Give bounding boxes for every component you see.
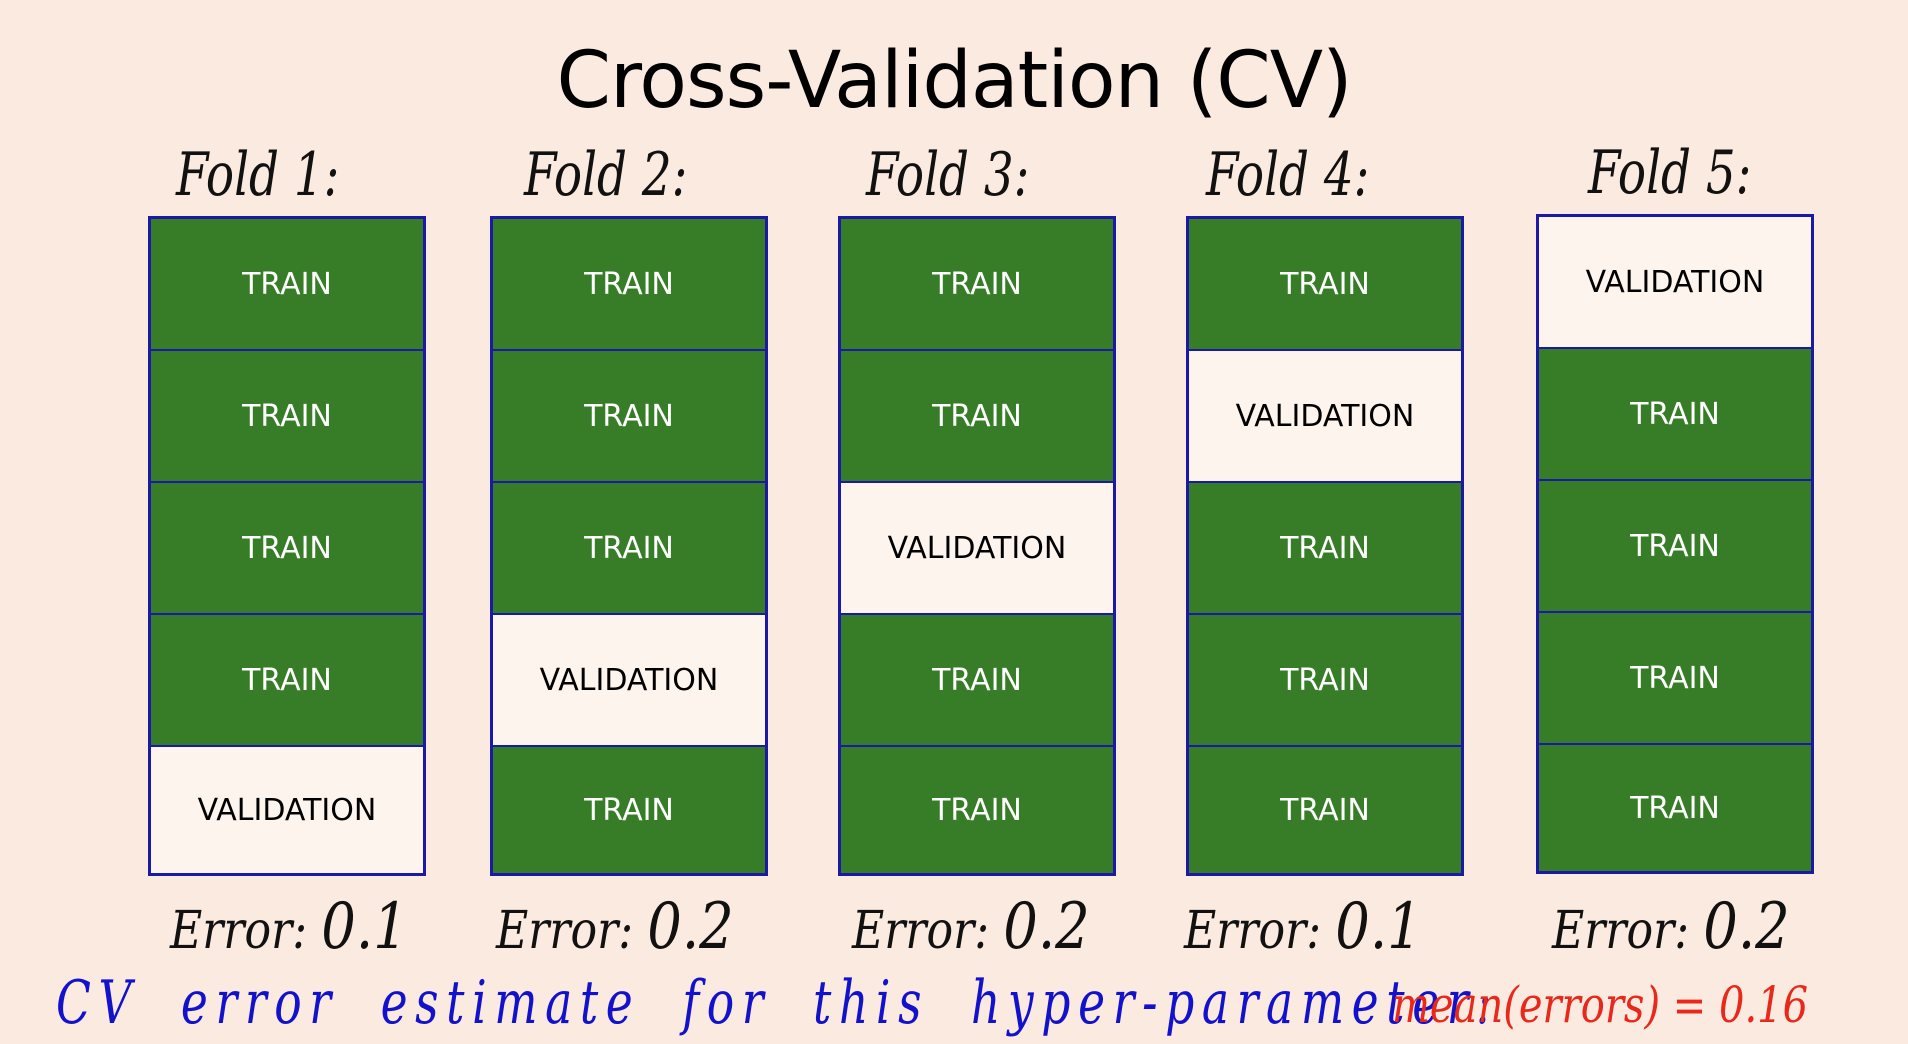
fold-5-error-value: 0.2: [1703, 890, 1790, 964]
fold-4-block-5: TRAIN: [1189, 747, 1461, 873]
cv-mean-errors: mean(errors) = 0.16: [1392, 976, 1809, 1034]
fold-1-error: Error: 0.1: [170, 890, 408, 964]
fold-5-block-2: TRAIN: [1539, 349, 1811, 479]
fold-2-label: Fold 2:: [524, 140, 688, 210]
fold-3-block-4: TRAIN: [841, 615, 1113, 745]
fold-1-label: Fold 1:: [176, 140, 340, 210]
fold-2-block-5: TRAIN: [493, 747, 765, 873]
fold-1-stack: TRAIN TRAIN TRAIN TRAIN VALIDATION: [148, 216, 426, 876]
fold-2-block-4: VALIDATION: [493, 615, 765, 745]
fold-4-block-4: TRAIN: [1189, 615, 1461, 745]
fold-3-block-3: VALIDATION: [841, 483, 1113, 613]
fold-1-block-2: TRAIN: [151, 351, 423, 481]
fold-4-block-3: TRAIN: [1189, 483, 1461, 613]
fold-3-error: Error: 0.2: [852, 890, 1090, 964]
fold-5-label: Fold 5:: [1588, 138, 1752, 208]
fold-5-stack: VALIDATION TRAIN TRAIN TRAIN TRAIN: [1536, 214, 1814, 874]
fold-1-block-1: TRAIN: [151, 219, 423, 349]
cv-estimate-footer: CV error estimate for this hyper-paramet…: [56, 968, 1908, 1038]
slide-title: Cross-Validation (CV): [556, 36, 1352, 126]
fold-2-block-1: TRAIN: [493, 219, 765, 349]
fold-5-error-label: Error:: [1552, 901, 1690, 961]
fold-4-label: Fold 4:: [1206, 140, 1370, 210]
fold-4-block-2: VALIDATION: [1189, 351, 1461, 481]
fold-3-block-5: TRAIN: [841, 747, 1113, 873]
fold-2-error-value: 0.2: [647, 890, 734, 964]
fold-3-error-label: Error:: [852, 901, 990, 961]
fold-4-block-1: TRAIN: [1189, 219, 1461, 349]
fold-5-block-3: TRAIN: [1539, 481, 1811, 611]
fold-3-block-1: TRAIN: [841, 219, 1113, 349]
fold-2-error-label: Error:: [496, 901, 634, 961]
fold-4-error-label: Error:: [1184, 901, 1322, 961]
fold-1-block-3: TRAIN: [151, 483, 423, 613]
fold-3-block-2: TRAIN: [841, 351, 1113, 481]
fold-2-block-2: TRAIN: [493, 351, 765, 481]
fold-4-error-value: 0.1: [1335, 890, 1422, 964]
fold-1-block-5: VALIDATION: [151, 747, 423, 873]
fold-4-stack: TRAIN VALIDATION TRAIN TRAIN TRAIN: [1186, 216, 1464, 876]
fold-3-stack: TRAIN TRAIN VALIDATION TRAIN TRAIN: [838, 216, 1116, 876]
cv-estimate-text: CV error estimate for this hyper-paramet…: [56, 968, 1500, 1038]
fold-2-stack: TRAIN TRAIN TRAIN VALIDATION TRAIN: [490, 216, 768, 876]
fold-1-error-label: Error:: [170, 901, 308, 961]
fold-5-block-4: TRAIN: [1539, 613, 1811, 743]
fold-2-block-3: TRAIN: [493, 483, 765, 613]
fold-5-block-5: TRAIN: [1539, 745, 1811, 871]
fold-5-block-1: VALIDATION: [1539, 217, 1811, 347]
fold-1-block-4: TRAIN: [151, 615, 423, 745]
fold-3-label: Fold 3:: [866, 140, 1030, 210]
fold-5-error: Error: 0.2: [1552, 890, 1790, 964]
fold-3-error-value: 0.2: [1003, 890, 1090, 964]
fold-4-error: Error: 0.1: [1184, 890, 1422, 964]
fold-2-error: Error: 0.2: [496, 890, 734, 964]
fold-1-error-value: 0.1: [321, 890, 408, 964]
